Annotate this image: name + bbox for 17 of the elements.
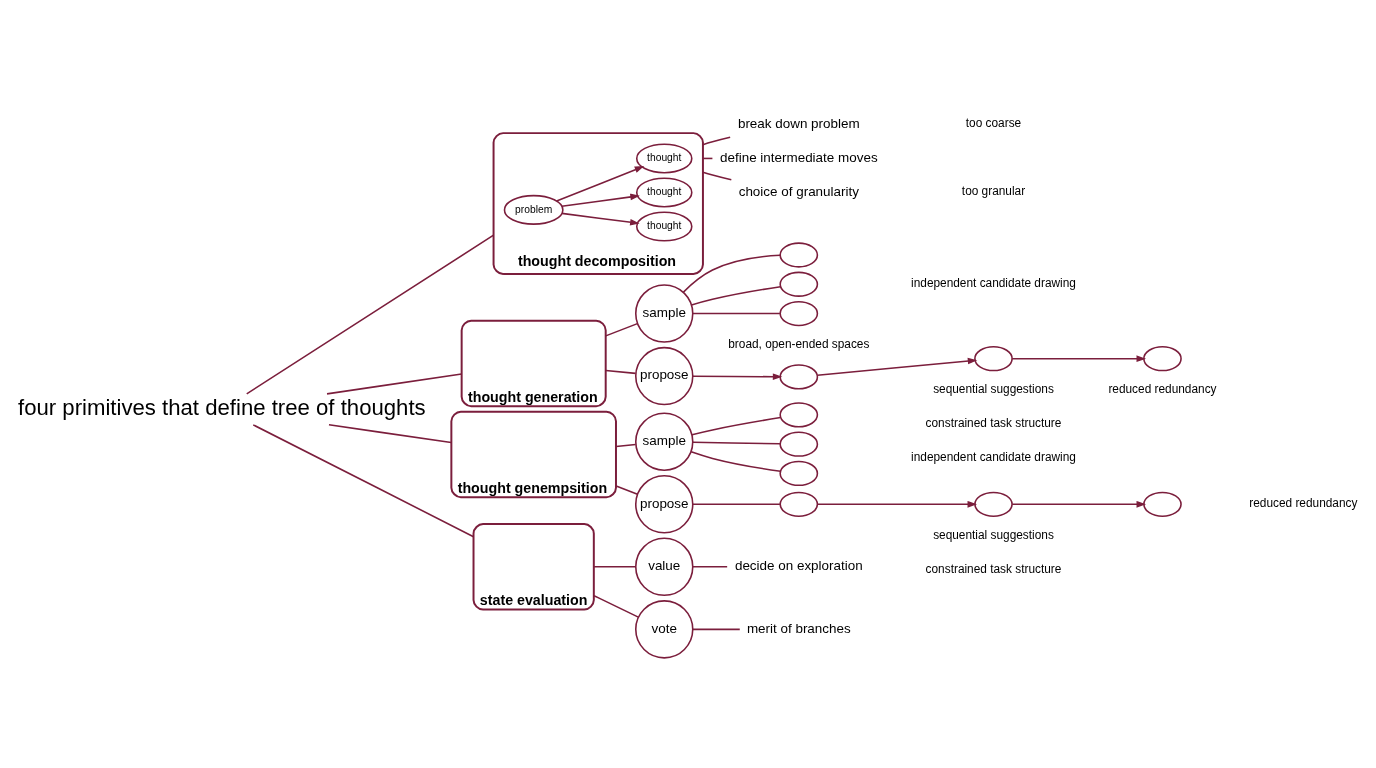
node-text: define intermediate moves — [720, 149, 878, 165]
node-text: choice of granularity — [738, 183, 859, 199]
label: constrained task structure — [925, 416, 1062, 431]
node-text: four primitives that define tree of thoughts — [18, 394, 426, 420]
label: too coarse — [965, 116, 1022, 131]
label: constrained task structure — [925, 561, 1062, 576]
label: broad, open-ended spaces — [728, 336, 870, 351]
node-text: break down problem — [737, 115, 860, 131]
node-text: merit of branches — [746, 620, 851, 636]
label: independent candidate drawing — [911, 450, 1076, 465]
label: sequential suggestions — [933, 527, 1054, 542]
label: sequential suggestions — [933, 382, 1054, 397]
label: independent candidate drawing — [911, 276, 1076, 291]
label: too granular — [961, 184, 1026, 199]
label: reduced redundancy — [1249, 496, 1358, 511]
node-text: decide on exploration — [734, 558, 863, 574]
label: reduced redundancy — [1108, 382, 1217, 397]
